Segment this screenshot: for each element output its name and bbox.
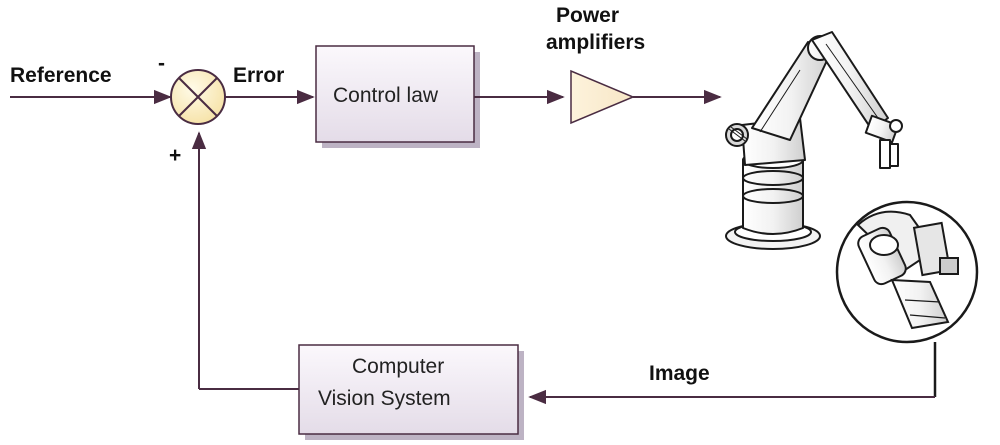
computer-vision-label-line2: Vision System — [318, 387, 451, 410]
control-law-label: Control law — [333, 84, 439, 107]
error-label: Error — [233, 64, 285, 87]
robot-arm-illustration — [725, 31, 903, 250]
reference-label: Reference — [10, 64, 112, 87]
computer-vision-label-line1: Computer — [352, 355, 445, 378]
power-amplifiers-label-line2: amplifiers — [546, 31, 646, 54]
plus-sign: + — [169, 144, 182, 167]
power-amplifiers-label-line1: Power — [556, 4, 620, 27]
image-label: Image — [649, 362, 710, 385]
power-amplifier-symbol — [570, 69, 635, 125]
minus-sign: - — [158, 52, 165, 75]
camera-closeup-illustration — [835, 200, 979, 344]
computer-vision-block — [298, 344, 524, 440]
control-law-block — [315, 45, 480, 148]
summing-junction — [170, 69, 226, 125]
